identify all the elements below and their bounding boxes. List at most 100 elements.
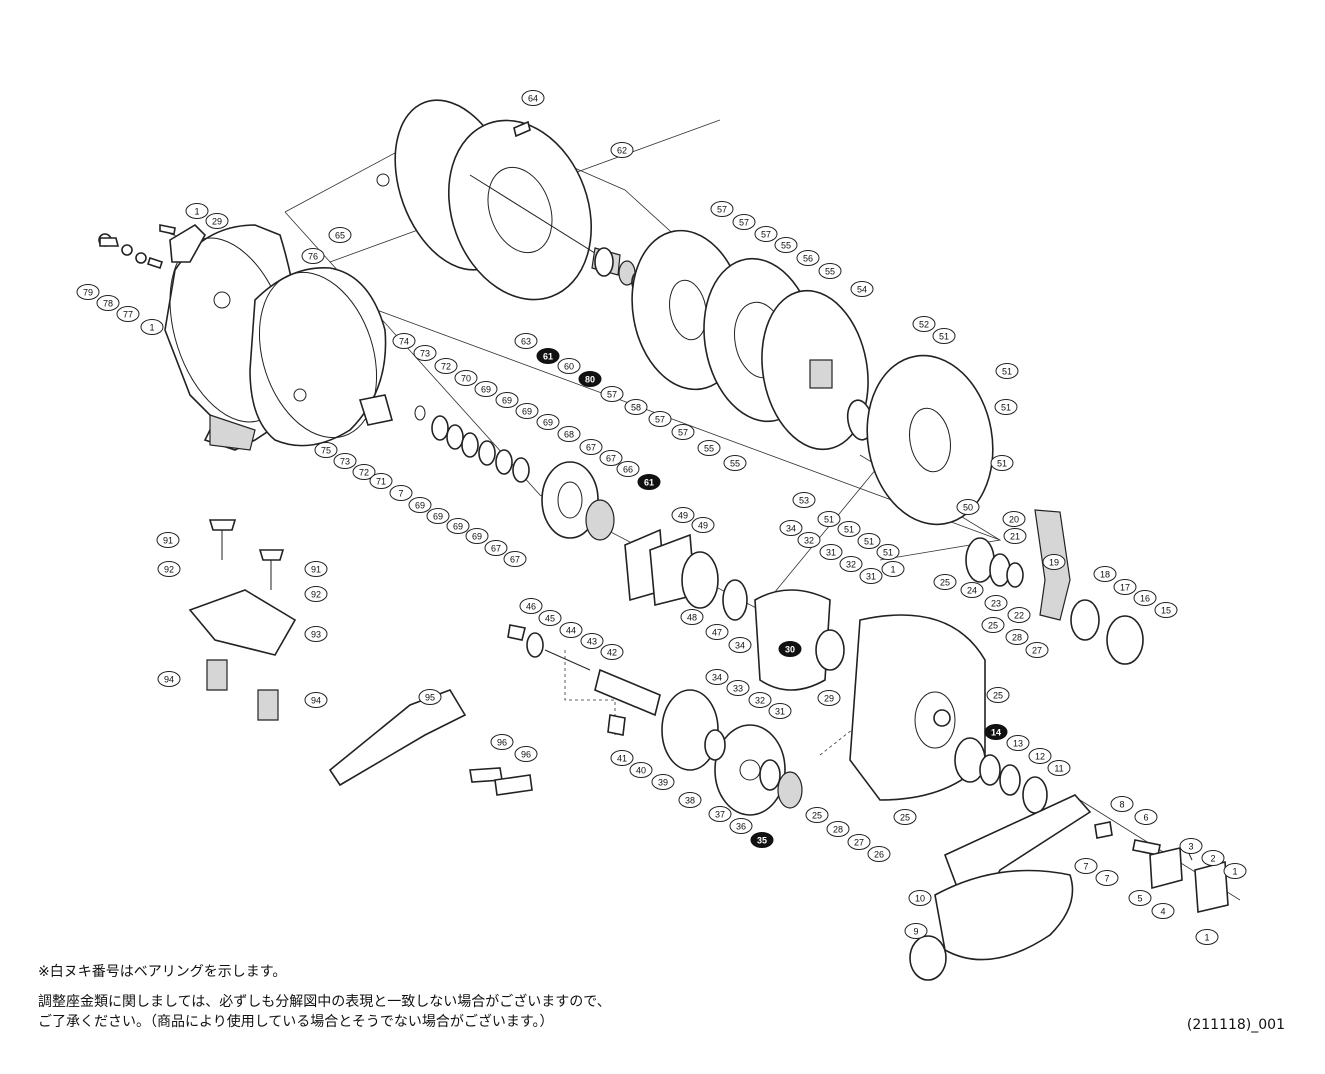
callout-number: 1 [890,565,895,575]
callout-number: 72 [441,362,451,372]
part-callout: 25 [981,617,1005,633]
part-callout: 67 [579,439,603,455]
callout-number: 13 [1013,739,1023,749]
callout-bubble [671,424,695,440]
part-callout: 51 [857,533,881,549]
callout-bubble [691,517,715,533]
callout-bubble [1005,629,1029,645]
part-callout: 6 [1134,809,1158,825]
part-callout: 55 [818,263,842,279]
part-callout: 74 [392,333,416,349]
part-callout: 69 [495,392,519,408]
part-callout: 41 [610,750,634,766]
part-callout: 1 [1195,929,1219,945]
part-callout: 49 [691,517,715,533]
callout-bubble [839,556,863,572]
rod-clamp [188,519,297,721]
callout-number: 21 [1010,532,1020,542]
part-callout: 50 [956,499,980,515]
part-callout: 56 [796,250,820,266]
part-callout: 29 [817,690,841,706]
callout-bubble [1003,528,1027,544]
part-callout: 69 [474,381,498,397]
callout-bubble [610,750,634,766]
callout-number: 27 [1032,646,1042,656]
callout-number: 79 [83,288,93,298]
callout-bubble [893,809,917,825]
callout-number: 1 [1232,867,1237,877]
callout-number: 38 [685,796,695,806]
callout-bubble [454,370,478,386]
callout-number: 49 [678,511,688,521]
part-callout: 94 [157,671,181,687]
callout-bubble [580,633,604,649]
callout-number: 77 [123,310,133,320]
handle-assembly [909,794,1229,981]
callout-number: 31 [826,548,836,558]
callout-number: 41 [617,754,627,764]
callout-bubble [1110,796,1134,812]
callout-number: 30 [785,645,795,655]
part-callout: 96 [490,734,514,750]
part-callout: 16 [1133,590,1157,606]
part-callout: 23 [984,595,1008,611]
callout-bubble [1201,850,1225,866]
callout-bubble [314,442,338,458]
part-callout: 32 [797,532,821,548]
callout-number: 2 [1210,854,1215,864]
part-callout: 48 [680,609,704,625]
part-callout: 1 [1223,863,1247,879]
callout-number: 34 [712,673,722,683]
callout-bubble [156,532,180,548]
callout-bubble [1195,929,1219,945]
part-callout: 25 [986,687,1010,703]
part-callout: 55 [723,455,747,471]
part-callout: 11 [1047,760,1071,776]
part-callout: 37 [708,806,732,822]
part-callout: 72 [352,464,376,480]
part-callout: 91 [304,561,328,577]
callout-bubble [157,561,181,577]
callout-number: 23 [991,599,1001,609]
part-callout: 51 [990,455,1014,471]
part-callout: 51 [837,521,861,537]
callout-bubble [304,626,328,642]
callout-number: 69 [522,407,532,417]
bearing-note: ※白ヌキ番号はベアリングを示します。 [38,964,287,980]
part-callout: 15 [1154,602,1178,618]
callout-bubble [600,386,624,402]
callout-bubble [304,692,328,708]
part-callout: 34 [705,669,729,685]
part-callout: 94 [304,692,328,708]
callout-number: 18 [1100,570,1110,580]
callout-number: 27 [854,838,864,848]
callout-number: 47 [712,628,722,638]
callout-number: 25 [940,578,950,588]
callout-bubble [819,544,843,560]
part-callout: 65 [328,227,352,243]
callout-bubble [426,508,450,524]
callout-number: 63 [521,337,531,347]
callout-bubble [514,333,538,349]
part-callout: 66 [616,461,640,477]
callout-bubble [1074,858,1098,874]
callout-bubble [616,461,640,477]
callout-bubble [624,399,648,415]
callout-number: 69 [543,418,553,428]
part-callout: 57 [732,214,756,230]
part-callout: 10 [908,890,932,906]
callout-bubble [1179,838,1203,854]
part-callout: 51 [994,399,1018,415]
callout-bubble [697,440,721,456]
part-callout: 29 [205,213,229,229]
callout-bubble [818,263,842,279]
callout-number: 25 [988,621,998,631]
part-callout: 52 [912,316,936,332]
callout-bubble [847,834,871,850]
callout-number: 25 [900,813,910,823]
part-callout: 1 [185,203,209,219]
callout-bubble [904,923,928,939]
part-callout: 31 [819,544,843,560]
callout-number: 32 [846,560,856,570]
